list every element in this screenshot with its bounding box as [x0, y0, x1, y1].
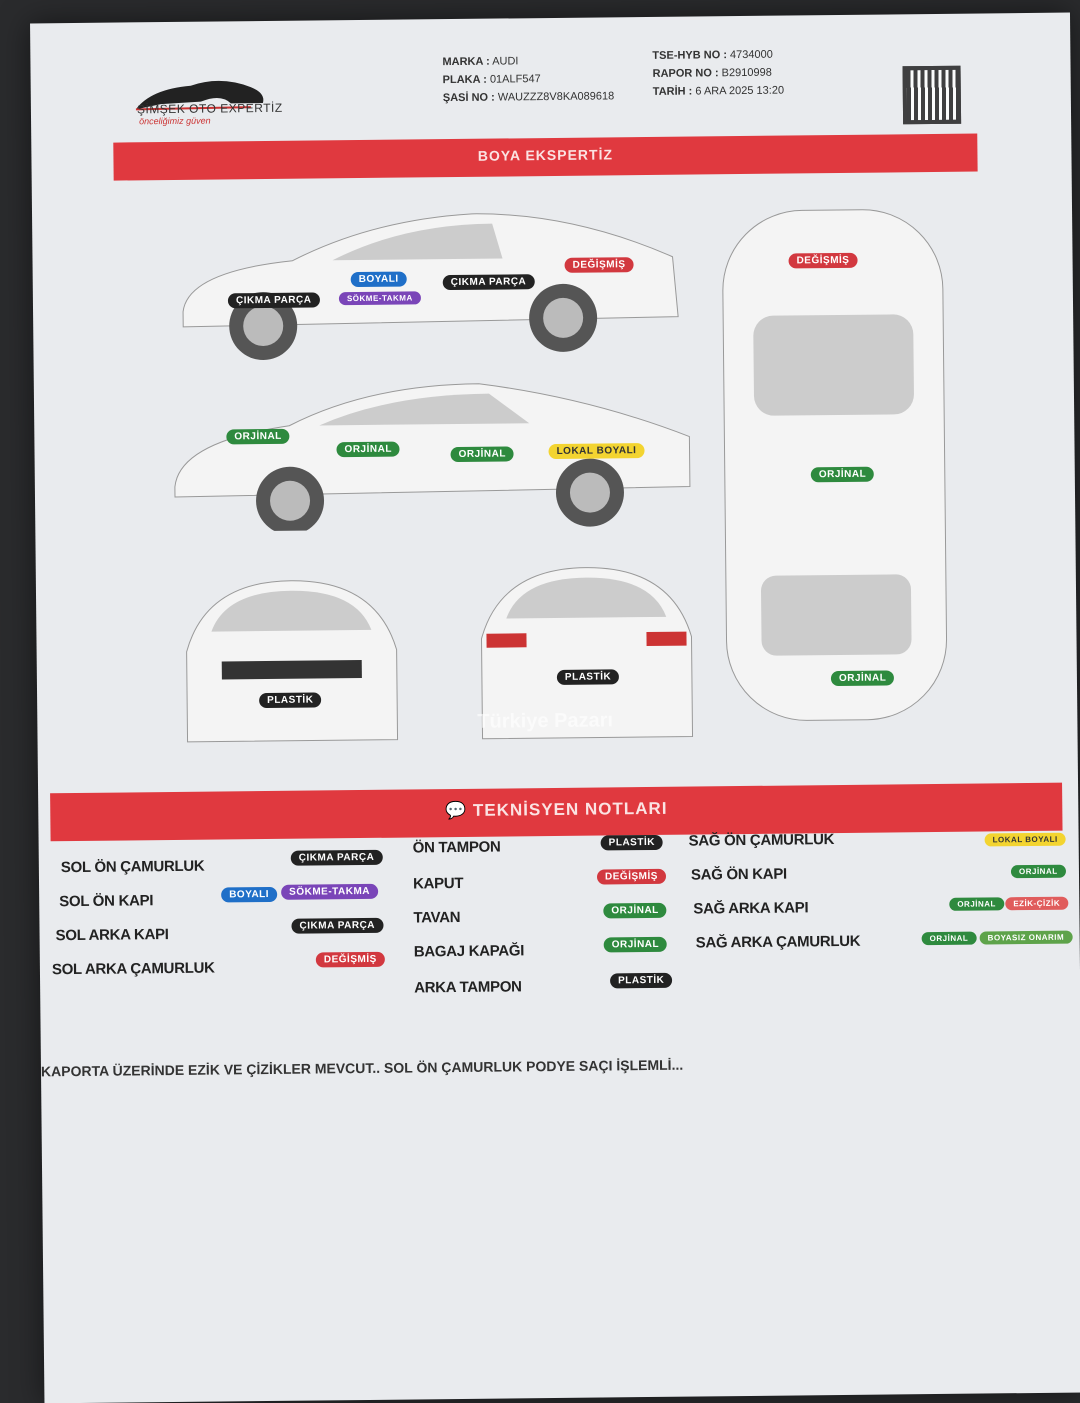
part-name: BAGAJ KAPAĞI — [413, 942, 525, 961]
vehicle-info: MARKA : AUDI PLAKA : 01ALF547 ŞASİ NO : … — [442, 51, 614, 107]
qr-code — [902, 65, 962, 125]
part-name: SOL ÖN ÇAMURLUK — [60, 857, 205, 877]
teknisyen-notlari-header: 💬 TEKNİSYEN NOTLARI — [50, 782, 1063, 842]
diagram-tag: ÇIKMA PARÇA — [227, 292, 320, 309]
part-name: SOL ÖN KAPI — [59, 892, 154, 911]
status-badge: ORJİNAL — [603, 936, 668, 953]
diagram-tag: SÖKME-TAKMA — [338, 291, 421, 306]
diagram-tag: LOKAL BOYALI — [548, 443, 645, 460]
section-title: TEKNİSYEN NOTLARI — [472, 798, 668, 820]
part-name: SAĞ ÖN ÇAMURLUK — [688, 831, 835, 850]
status-badge: ORJİNAL — [921, 931, 977, 946]
status-badge: BOYASIZ ONARIM — [979, 930, 1073, 945]
diagram-tag: PLASTİK — [259, 692, 322, 709]
status-badge: EZİK-ÇİZİK — [1005, 896, 1069, 911]
tarih-value: 6 ARA 2025 13:20 — [695, 84, 785, 98]
status-badge: ÇIKMA PARÇA — [291, 917, 384, 934]
sasi-value: WAUZZZ8V8KA089618 — [497, 90, 615, 104]
status-badge: SÖKME-TAKMA — [281, 883, 379, 900]
tse-label: TSE-HYB NO : — [652, 49, 728, 62]
car-top-diagram — [722, 209, 948, 721]
boya-ekspertiz-header: BOYA EKSPERTİZ — [113, 133, 978, 181]
status-badge: DEĞİŞMİŞ — [315, 951, 385, 968]
status-badge: LOKAL BOYALI — [984, 832, 1066, 847]
part-name: ÖN TAMPON — [412, 838, 501, 857]
notes-table: SOL ÖN ÇAMURLUK ÇIKMA PARÇA SOL ÖN KAPI … — [30, 13, 1073, 996]
car-rear-diagram — [480, 567, 694, 740]
status-badge: PLASTİK — [610, 972, 673, 989]
status-badge: BOYALI — [221, 886, 278, 903]
rapor-value: B2910998 — [721, 66, 772, 80]
marka-value: AUDI — [492, 55, 519, 68]
car-left-side-diagram — [182, 213, 679, 361]
status-badge: ORJİNAL — [1010, 864, 1066, 879]
car-right-side-diagram — [174, 383, 691, 533]
footer-note: KAPORTA ÜZERİNDE EZİK VE ÇİZİKLER MEVCUT… — [40, 1056, 684, 1080]
part-name: KAPUT — [412, 874, 464, 893]
tse-value: 4734000 — [729, 48, 773, 62]
car-logo-icon — [135, 80, 264, 111]
rapor-label: RAPOR NO : — [652, 67, 719, 80]
tarih-label: TARİH : — [652, 85, 693, 98]
part-name: TAVAN — [413, 908, 461, 927]
sasi-label: ŞASİ NO : — [442, 91, 495, 105]
diagram-tag: DEĞİŞMİŞ — [788, 252, 858, 269]
diagram-tag: PLASTİK — [556, 669, 620, 685]
status-badge: PLASTİK — [600, 834, 663, 851]
status-badge: ÇIKMA PARÇA — [290, 849, 383, 866]
diagram-tag: ORJİNAL — [450, 446, 515, 463]
part-name: SOL ARKA ÇAMURLUK — [51, 959, 215, 979]
diagram-tag: ORJİNAL — [336, 441, 400, 458]
diagram-tag: ORJİNAL — [830, 670, 895, 687]
part-name: ARKA TAMPON — [414, 978, 522, 997]
part-name: SAĞ ARKA ÇAMURLUK — [695, 932, 861, 952]
status-badge: DEĞİŞMİŞ — [596, 868, 666, 885]
part-name: SAĞ ARKA KAPI — [693, 899, 809, 918]
diagram-tag: ÇIKMA PARÇA — [442, 274, 535, 291]
status-badge: ORJİNAL — [603, 902, 667, 919]
logo-name: ŞİMŞEK OTO EXPERTİZ — [136, 100, 283, 117]
report-info: TSE-HYB NO : 4734000 RAPOR NO : B2910998… — [652, 46, 784, 101]
part-name: SOL ARKA KAPI — [55, 926, 169, 945]
status-badge: ORJİNAL — [949, 897, 1004, 911]
car-front-diagram — [186, 580, 399, 743]
diagram-tag: ORJİNAL — [226, 428, 290, 445]
diagram-tag: BOYALI — [350, 271, 407, 288]
part-name: SAĞ ÖN KAPI — [690, 865, 787, 884]
diagram-tag: DEĞİŞMİŞ — [564, 257, 634, 273]
logo-tagline: önceliğimiz güven — [139, 115, 211, 127]
plaka-label: PLAKA : — [442, 73, 487, 87]
chat-icon: 💬 — [444, 800, 474, 821]
plaka-value: 01ALF547 — [489, 73, 541, 86]
expertise-report-page: ŞİMŞEK OTO EXPERTİZ önceliğimiz güven MA… — [30, 12, 1080, 1403]
diagram-tag: ORJİNAL — [810, 466, 875, 483]
watermark: Türkiye Pazarı — [477, 709, 614, 733]
marka-label: MARKA : — [442, 55, 490, 69]
